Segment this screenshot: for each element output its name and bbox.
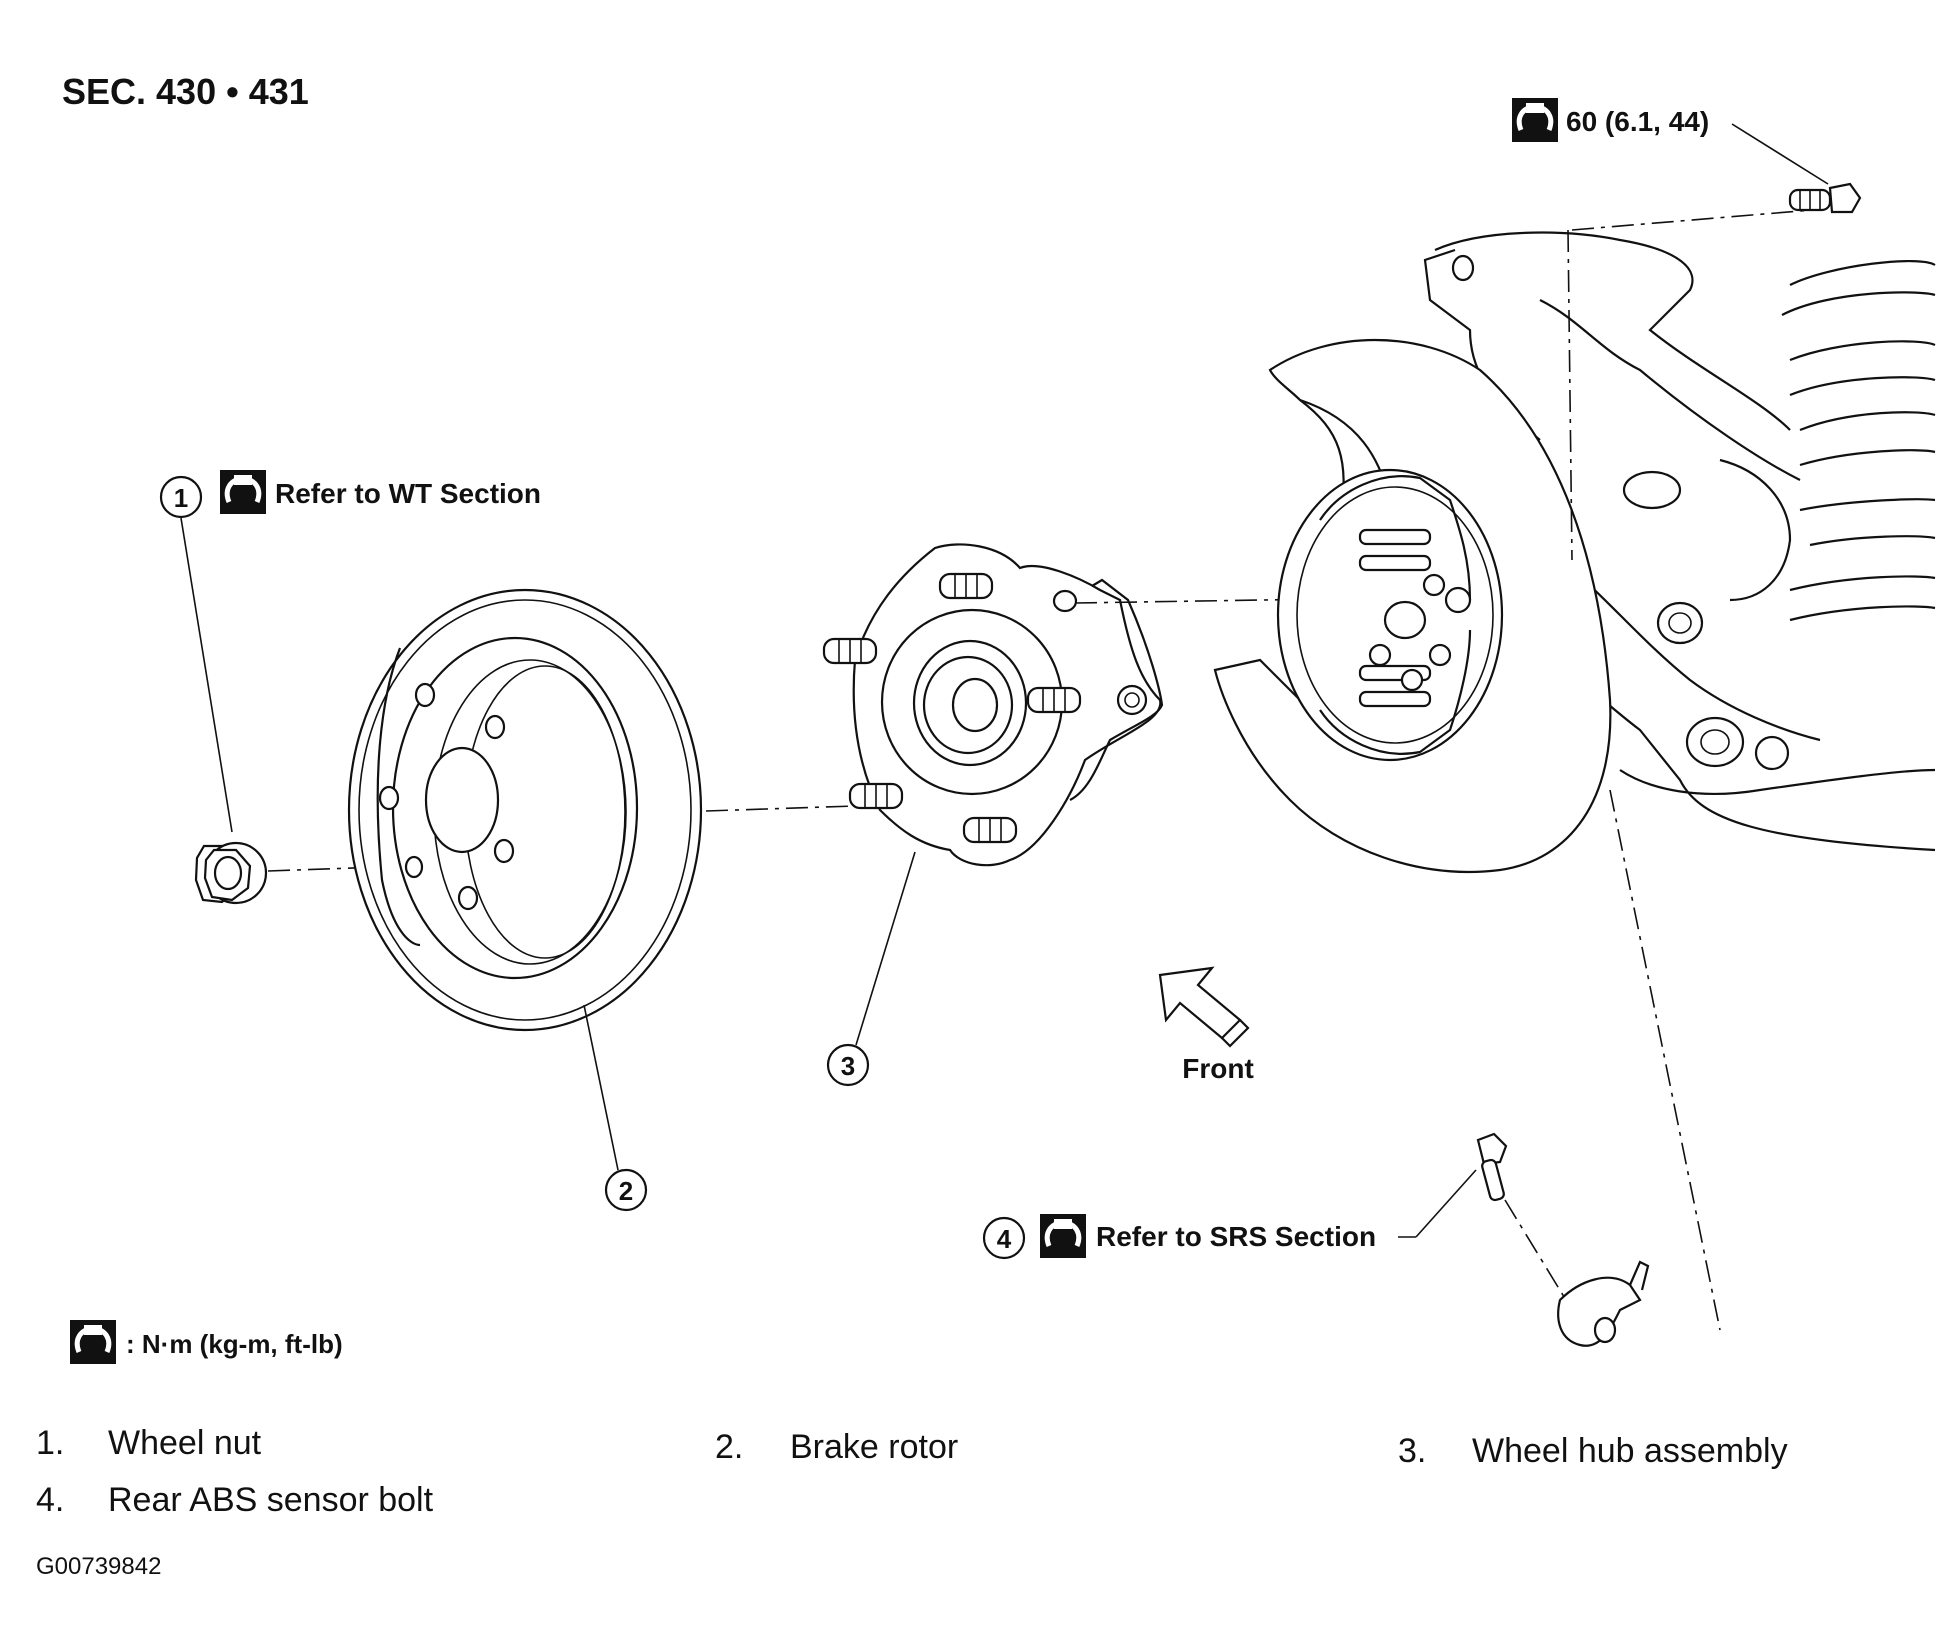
callout-1-leader	[180, 517, 233, 833]
parts-list: 1. Wheel nut 2. Brake rotor 3. Wheel hub…	[36, 1424, 1788, 1519]
torque-wrench-icon	[1040, 1214, 1086, 1258]
torque-wrench-icon	[220, 470, 266, 514]
parts-list-item-number: 4.	[36, 1481, 64, 1519]
callout-2-circle	[604, 1168, 648, 1212]
wheel-stud	[962, 816, 1018, 844]
callout-1-text: Refer to WT Section	[275, 478, 541, 509]
sensor-alignment-line	[1609, 789, 1721, 1331]
callout-2-number: 2	[619, 1176, 633, 1206]
parts-list-item-name: Wheel nut	[108, 1424, 262, 1462]
section-title: SEC. 430 • 431	[62, 71, 309, 112]
abs-sensor	[1557, 1260, 1650, 1347]
callout-4-circle	[982, 1216, 1026, 1260]
bolt-alignment-line	[1567, 229, 1573, 561]
front-direction-arrow-icon	[1158, 966, 1250, 1048]
figure-id: G00739842	[36, 1553, 161, 1580]
parts-list-item-name: Brake rotor	[790, 1428, 958, 1466]
callout-3-circle	[826, 1043, 870, 1087]
callout-1: 1 Refer to WT Section	[159, 470, 541, 833]
callout-2: 2	[604, 1168, 648, 1212]
wheel-stud	[848, 782, 904, 810]
callout-1-number: 1	[174, 483, 188, 513]
top-bolt-alignment-line	[1571, 209, 1813, 231]
hub-alignment-line	[1074, 597, 1391, 604]
wheel-stud	[1026, 686, 1082, 714]
parts-list-item-number: 2.	[715, 1428, 743, 1466]
callout-4-text: Refer to SRS Section	[1096, 1221, 1376, 1252]
callout-4-number: 4	[997, 1224, 1012, 1254]
callout-4-leader	[1415, 1169, 1477, 1238]
abs-sensor-bolt	[1476, 1132, 1573, 1311]
parts-list-item-name: Wheel hub assembly	[1472, 1432, 1788, 1470]
callout-1-circle	[159, 475, 203, 519]
parts-list-item-number: 3.	[1398, 1432, 1426, 1470]
torque-top-leader	[1731, 123, 1829, 185]
brake-rotor	[347, 588, 856, 1171]
rotor-alignment-line	[705, 805, 856, 812]
callout-3-number: 3	[841, 1051, 855, 1081]
callout-4: 4 Refer to SRS Section	[982, 1169, 1477, 1260]
wheel-stud	[822, 637, 878, 665]
torque-wrench-icon	[1512, 98, 1558, 142]
wheel-nut	[194, 841, 413, 905]
callout-3-leader	[855, 851, 916, 1046]
parts-list-item-number: 1.	[36, 1424, 64, 1462]
backing-plate-assembly	[1213, 209, 1936, 1331]
torque-wrench-icon	[70, 1320, 116, 1364]
parts-list-item-name: Rear ABS sensor bolt	[108, 1481, 434, 1519]
callout-3: 3	[826, 1043, 870, 1087]
front-label: Front	[1182, 1053, 1254, 1084]
torque-top-value: 60 (6.1, 44)	[1566, 106, 1709, 137]
wheel-stud	[938, 572, 994, 600]
knuckle-bolt	[1731, 123, 1862, 214]
torque-units-legend: : N·m (kg-m, ft-lb)	[126, 1329, 343, 1359]
wheel-hub-assembly	[822, 543, 1391, 1046]
callout-2-leader	[583, 1004, 619, 1171]
